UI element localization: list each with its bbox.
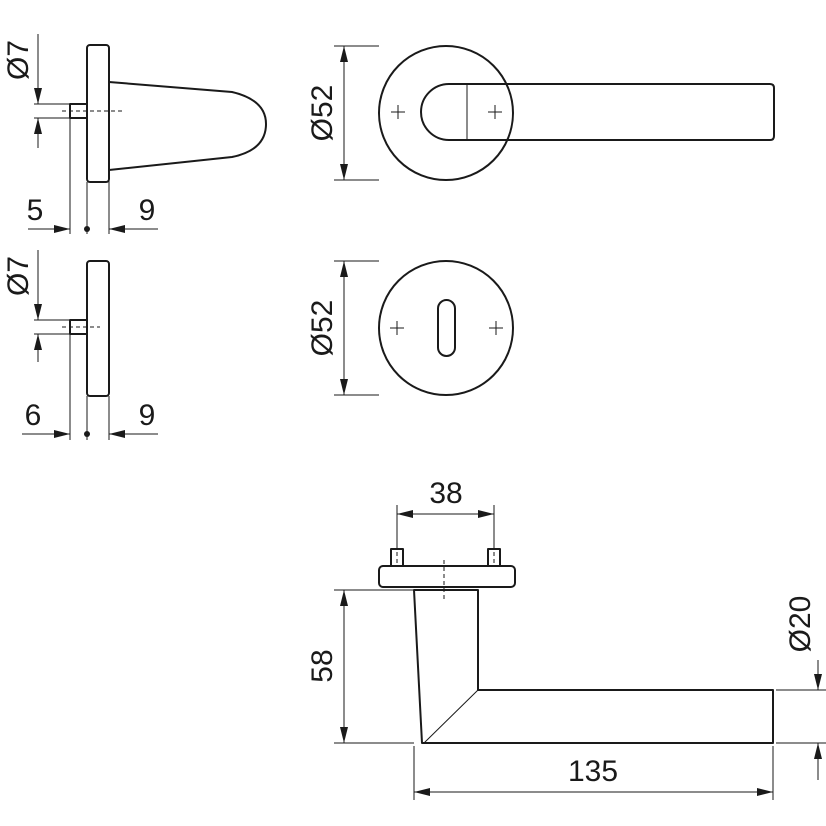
arrowhead: [340, 261, 348, 277]
arrowhead: [340, 727, 348, 743]
screw-post: [487, 548, 501, 567]
front-view-escutcheon: Ø52: [306, 260, 514, 396]
side-view-handle: Ø7 5 9: [2, 34, 267, 234]
lever-bend-line: [423, 689, 479, 744]
dim-label-right: 9: [139, 194, 156, 227]
dim-label-bar-diameter: Ø20: [784, 596, 817, 653]
rose-base-top: [378, 565, 516, 588]
keyhole-slot: [437, 299, 456, 357]
arrowhead: [814, 674, 822, 690]
arrowhead: [340, 379, 348, 395]
screw-post: [390, 548, 404, 567]
dim-label-diameter: Ø52: [306, 300, 339, 357]
rose-plate-side: [86, 44, 110, 183]
dim-label-left: 5: [27, 194, 44, 227]
arrowhead: [109, 430, 125, 438]
escutcheon-circle: [378, 260, 514, 396]
arrowhead: [34, 304, 42, 320]
rose-circle: [378, 45, 514, 181]
dim-label-diameter: Ø7: [2, 40, 35, 80]
arrowhead: [34, 88, 42, 104]
lever-body-top: [413, 589, 774, 744]
arrowhead: [340, 590, 348, 606]
arrowhead: [54, 225, 70, 233]
arrowhead: [757, 788, 773, 796]
dim-label-diameter: Ø52: [306, 85, 339, 142]
arrowhead: [814, 743, 822, 759]
arrowhead: [34, 118, 42, 134]
dim-label-right: 9: [139, 399, 156, 432]
dim-label-left: 6: [25, 399, 42, 432]
handle-lever-front: [448, 83, 775, 141]
arrowhead: [414, 788, 430, 796]
arrowhead: [109, 225, 125, 233]
dim-label-height: 58: [306, 649, 339, 682]
datum-dot: [84, 431, 90, 437]
datum-dot: [84, 226, 90, 232]
dim-label-screw-spacing: 38: [429, 477, 462, 510]
front-view-handle: Ø52: [306, 45, 775, 181]
dim-label-length: 135: [568, 755, 618, 788]
side-view-escutcheon: Ø7 6 9: [2, 250, 158, 440]
handle-cone-side: [108, 81, 267, 171]
dim-label-diameter: Ø7: [2, 256, 35, 296]
arrowhead: [54, 430, 70, 438]
escutcheon-plate-side: [86, 260, 110, 397]
arrowhead: [340, 164, 348, 180]
arrowhead: [397, 510, 413, 518]
arrowhead: [478, 510, 494, 518]
top-view-lever: 38 58 135 Ø20: [306, 477, 826, 800]
handle-neck-front: [420, 83, 450, 141]
arrowhead: [34, 334, 42, 350]
arrowhead: [340, 46, 348, 62]
